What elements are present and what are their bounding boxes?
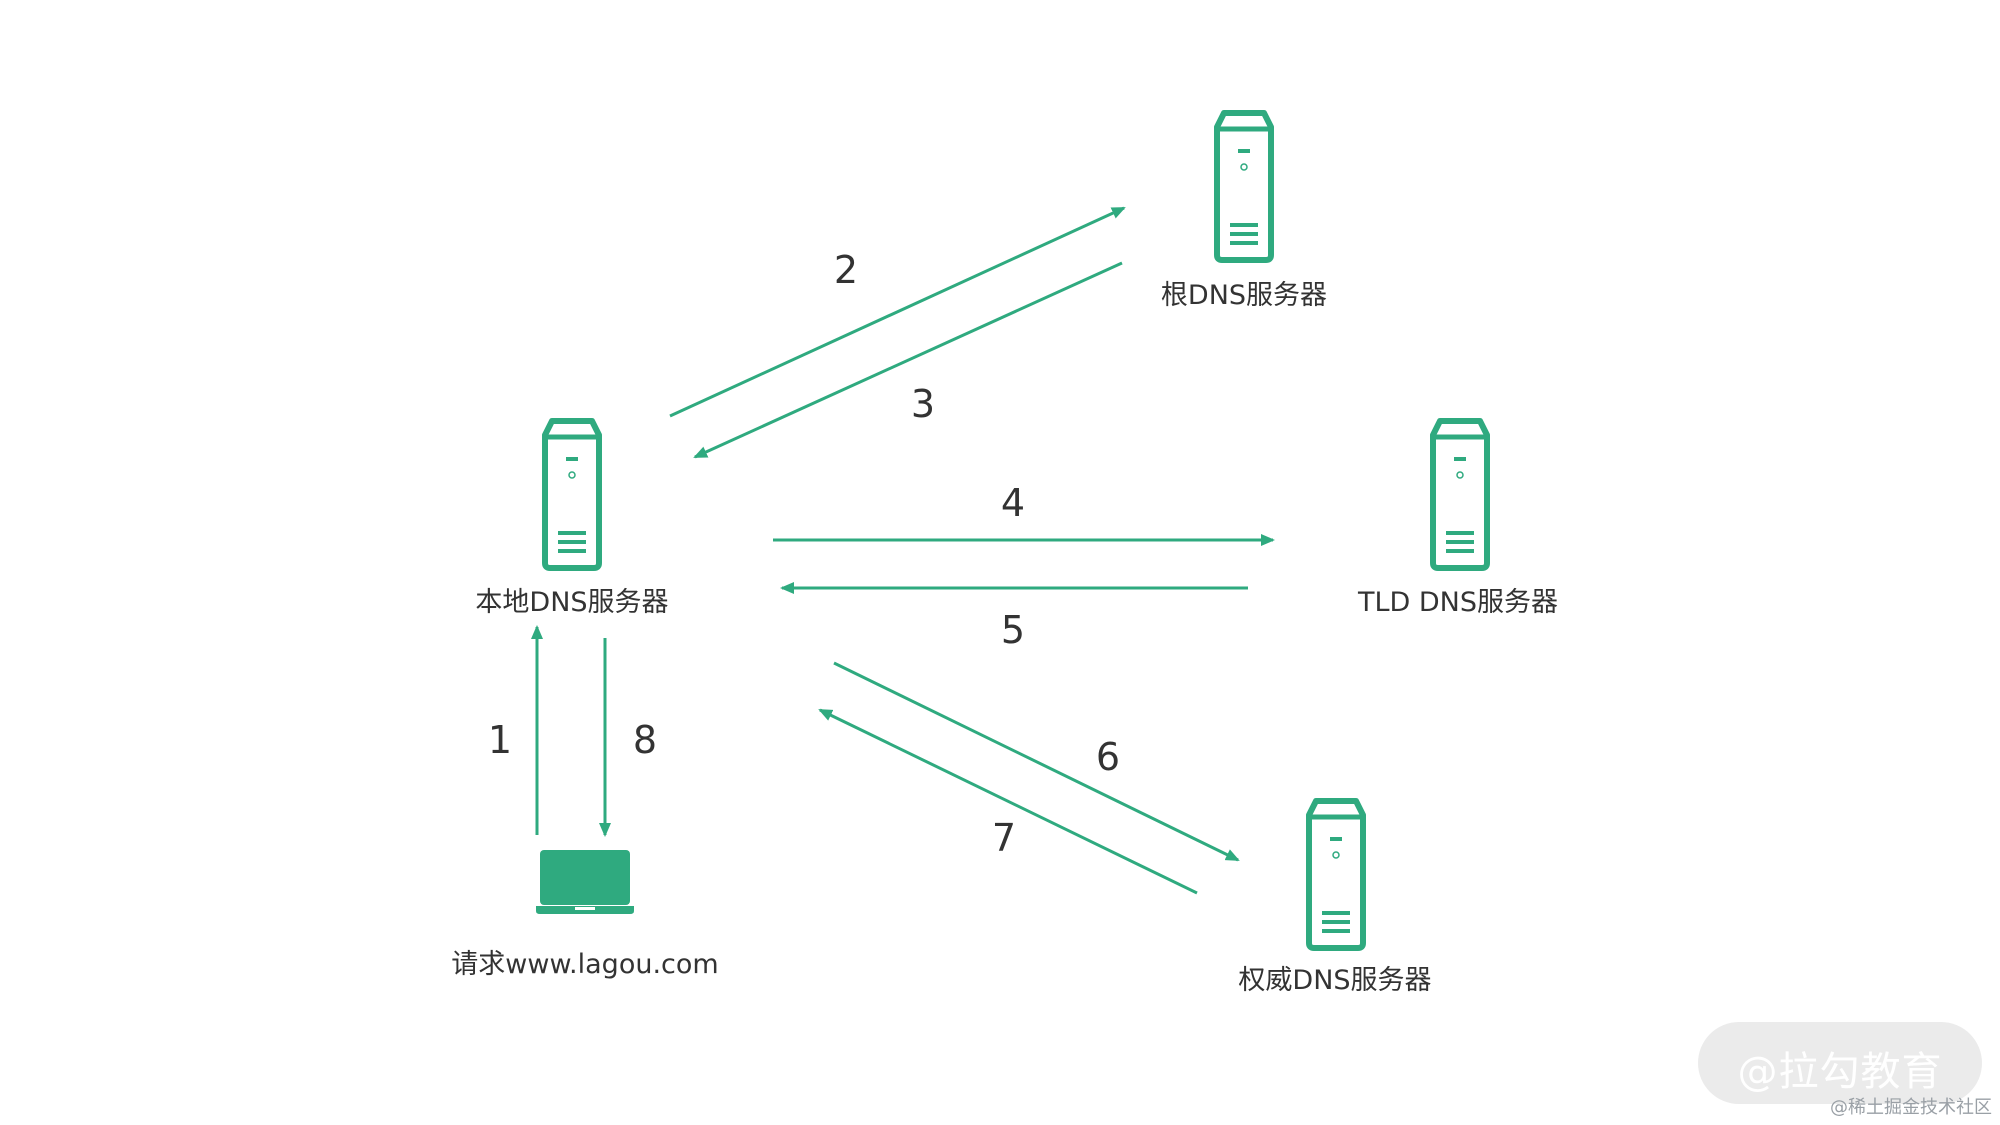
arrow-step-3 (693, 261, 1123, 459)
root-server-icon (1217, 113, 1271, 260)
arrow-step-6 (833, 661, 1240, 862)
step-number-6: 6 (1095, 735, 1121, 779)
step-number-3: 3 (910, 382, 936, 426)
watermark-badge: @拉勾教育 (1698, 1022, 1982, 1104)
arrow-step-2 (669, 206, 1126, 418)
step-number-4: 4 (1000, 481, 1026, 525)
root-server-label: 根DNS服务器 (1160, 280, 1328, 311)
authoritative-server-icon (1309, 801, 1363, 948)
local-server-label: 本地DNS服务器 (475, 587, 669, 618)
local-server-icon (545, 421, 599, 568)
client-label: 请求www.lagou.com (451, 949, 719, 980)
step-number-5: 5 (1000, 608, 1026, 652)
watermark-site-text: @稀土掘金技术社区 (1830, 1097, 1992, 1118)
authoritative-server-label: 权威DNS服务器 (1238, 965, 1432, 996)
watermark-badge-text: @拉勾教育 (1737, 1049, 1943, 1095)
tld-server-icon (1433, 421, 1487, 568)
step-number-1: 1 (487, 718, 513, 762)
tld-server-label: TLD DNS服务器 (1357, 587, 1559, 618)
step-number-8: 8 (632, 718, 658, 762)
step-number-7: 7 (991, 816, 1017, 860)
laptop-icon (536, 850, 634, 914)
arrow-step-7 (818, 708, 1198, 895)
step-number-2: 2 (833, 248, 859, 292)
